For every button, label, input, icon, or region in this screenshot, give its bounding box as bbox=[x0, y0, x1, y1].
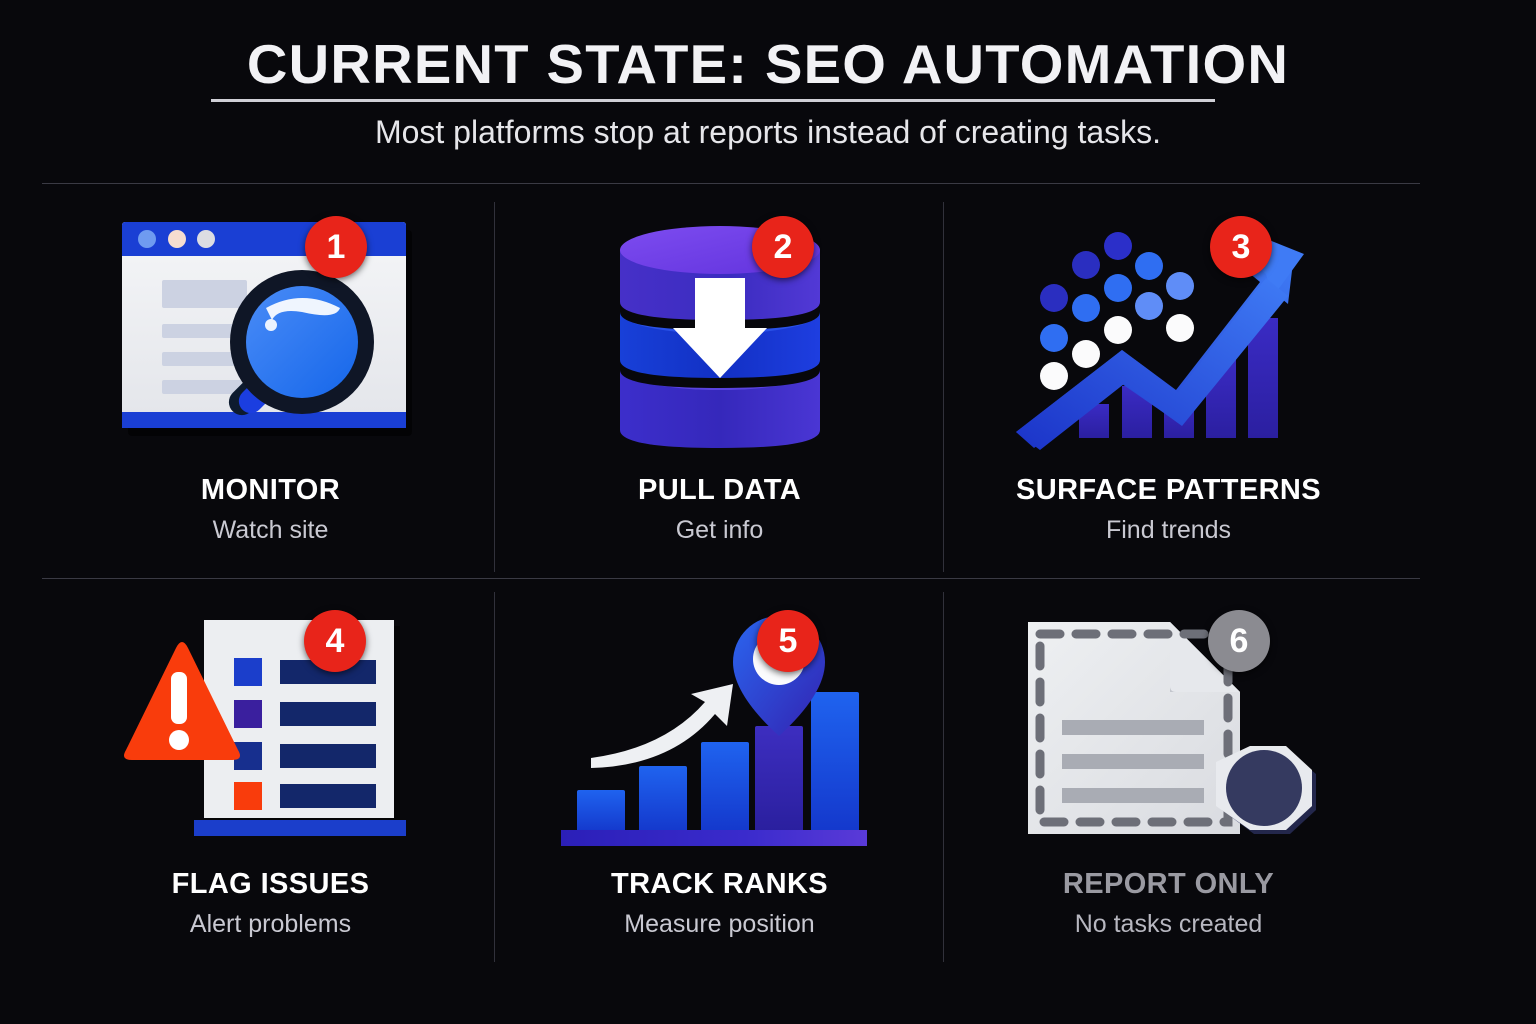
header: CURRENT STATE: SEO AUTOMATION Most platf… bbox=[0, 0, 1536, 184]
card-subtitle: No tasks created bbox=[1074, 910, 1263, 938]
card-subtitle: Measure position bbox=[624, 910, 815, 938]
grid-divider-vertical bbox=[943, 592, 944, 962]
step-number: 5 bbox=[778, 621, 798, 660]
step-badge: 5 bbox=[757, 610, 819, 672]
step-badge: 4 bbox=[304, 610, 366, 672]
card-subtitle: Find trends bbox=[1105, 516, 1232, 544]
card-title: REPORT ONLY bbox=[1062, 868, 1275, 900]
icon-area: 1 bbox=[46, 208, 495, 458]
card-subtitle: Alert problems bbox=[189, 910, 352, 938]
card-pull-data[interactable]: 2 PULL DATA Get info bbox=[495, 186, 944, 581]
card-report-only[interactable]: 6 REPORT ONLY No tasks created bbox=[944, 580, 1393, 975]
browser-search-icon bbox=[106, 208, 436, 458]
grid-divider-vertical bbox=[943, 202, 944, 572]
card-title: TRACK RANKS bbox=[610, 868, 829, 900]
grid-divider-vertical bbox=[494, 592, 495, 962]
card-title: MONITOR bbox=[200, 474, 341, 506]
header-divider bbox=[42, 183, 1420, 184]
document-stamp-icon bbox=[1004, 602, 1334, 852]
icon-area: 2 bbox=[495, 208, 944, 458]
growth-chart-dots-icon bbox=[1004, 208, 1334, 458]
step-number: 3 bbox=[1231, 227, 1251, 266]
card-monitor[interactable]: 1 MONITOR Watch site bbox=[46, 186, 495, 581]
step-badge: 2 bbox=[752, 216, 814, 278]
card-surface-patterns[interactable]: 3 SURFACE PATTERNS Find trends bbox=[944, 186, 1393, 581]
step-badge: 1 bbox=[305, 216, 367, 278]
grid-divider-vertical bbox=[494, 202, 495, 572]
icon-area: 4 bbox=[46, 602, 495, 852]
card-title: PULL DATA bbox=[637, 474, 802, 506]
card-title: SURFACE PATTERNS bbox=[1015, 474, 1321, 506]
icon-area: 5 bbox=[495, 602, 944, 852]
step-number: 1 bbox=[326, 227, 346, 266]
page-subtitle: Most platforms stop at reports instead o… bbox=[374, 114, 1162, 150]
bar-chart-pin-icon bbox=[555, 602, 885, 852]
card-flag-issues[interactable]: 4 FLAG ISSUES Alert problems bbox=[46, 580, 495, 975]
step-badge: 3 bbox=[1210, 216, 1272, 278]
card-subtitle: Get info bbox=[675, 516, 764, 544]
step-number: 6 bbox=[1229, 621, 1249, 660]
card-grid: 1 MONITOR Watch site bbox=[0, 184, 1536, 974]
icon-area: 3 bbox=[944, 208, 1393, 458]
grid-divider-horizontal bbox=[42, 578, 1420, 579]
title-underline bbox=[211, 99, 1215, 102]
checklist-warning-icon bbox=[106, 602, 436, 852]
card-title: FLAG ISSUES bbox=[171, 868, 370, 900]
database-download-icon bbox=[555, 208, 885, 458]
step-number: 2 bbox=[773, 227, 793, 266]
page-title: CURRENT STATE: SEO AUTOMATION bbox=[246, 33, 1290, 95]
icon-area: 6 bbox=[944, 602, 1393, 852]
card-track-ranks[interactable]: 5 TRACK RANKS Measure position bbox=[495, 580, 944, 975]
card-subtitle: Watch site bbox=[212, 516, 329, 544]
step-badge: 6 bbox=[1208, 610, 1270, 672]
step-number: 4 bbox=[325, 621, 345, 660]
